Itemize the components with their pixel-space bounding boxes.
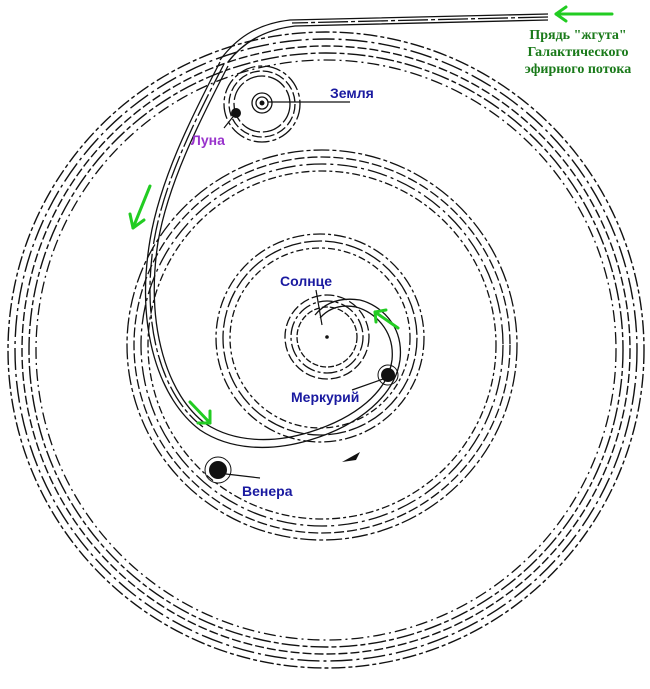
sun-icon	[325, 335, 329, 339]
mercury-label: Меркурий	[291, 389, 359, 405]
middle-rings	[126, 149, 518, 541]
stream-label-line1: Прядь "жгута"	[529, 28, 626, 43]
mercury-body	[377, 364, 399, 386]
earth-label: Земля	[330, 85, 374, 101]
stream-label-line2: Галактического	[527, 45, 628, 60]
mercury-flow-arrow	[373, 308, 400, 330]
sun-label: Солнце	[280, 273, 332, 289]
sun-rings	[284, 294, 370, 380]
venus-label: Венера	[242, 483, 293, 499]
left-flow-arrow	[128, 184, 152, 230]
flow-arrows	[128, 5, 614, 425]
descending-stream	[144, 61, 402, 448]
earth-vortex	[223, 65, 301, 143]
stream-entry-arrow	[554, 5, 614, 23]
inner-rings	[215, 233, 425, 443]
moon-label: Луна	[191, 132, 225, 148]
venus-body	[204, 456, 232, 484]
inner-stream	[314, 298, 361, 319]
stream-strand	[219, 13, 549, 63]
stream-label-line3: эфирного потока	[525, 62, 632, 77]
pointer-lines	[223, 101, 387, 479]
outer-rings	[7, 31, 645, 669]
orbit-direction-arrow	[342, 452, 360, 462]
lower-left-flow-arrow	[188, 400, 212, 425]
